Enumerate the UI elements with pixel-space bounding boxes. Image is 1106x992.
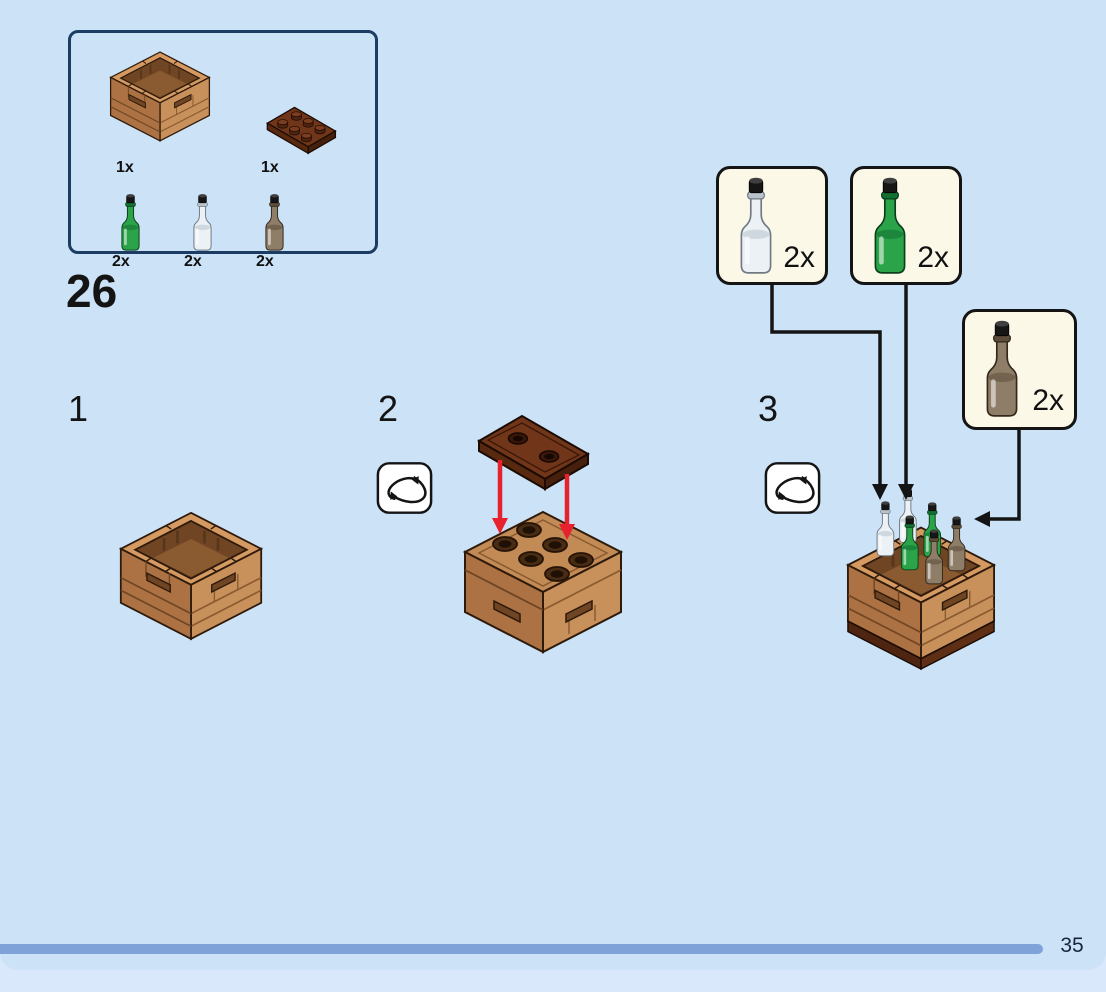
crate-qty-label: 1x [116,159,134,176]
clear-bottle-with-cork-icon [733,176,779,276]
green-bottle-with-cork-icon [867,176,913,276]
step-group-number: 26 [66,265,118,317]
rotate-model-icon [764,461,821,515]
callout-qty-label: 2x [783,241,815,274]
green-bottle-qty-label: 2x [112,253,130,270]
step-2-number: 2 [378,388,399,429]
placement-arrows [497,460,570,526]
arrow-down-icon [559,524,575,540]
crate-part-icon [103,43,217,148]
rotate-model-icon [376,461,433,515]
progress-bar [0,944,1043,954]
step2-diagram [464,415,622,653]
step-3-number: 3 [758,388,779,429]
callout-bottle-smoke: 2x [962,309,1077,430]
clear-bottle-in-crate [876,500,895,557]
step3-diagram [846,487,996,671]
step-1-number: 1 [68,388,89,429]
plate-underside [478,415,589,490]
clear-bottle-qty-label: 2x [184,253,202,270]
page-number: 35 [1060,934,1084,957]
green-bottle-icon [117,193,144,252]
callout-bottle-clear: 2x [716,166,828,285]
smoke-bottle-icon [261,193,288,252]
callout-qty-label: 2x [917,241,949,274]
callout-qty-label: 2x [1032,384,1064,417]
callout-bottle-green: 2x [850,166,962,285]
new-parts-box: 1x 1x 2x 2x 2x [68,30,378,270]
plate-part-icon [253,103,339,157]
smoke-bottle-qty-label: 2x [256,253,274,270]
smoke-bottle-with-cork-icon [979,319,1025,419]
smoke-bottle-in-crate [947,515,966,572]
crate-upside-down [464,511,622,653]
arrow-down-icon [492,518,508,534]
plate-under-crate [920,620,995,671]
step1-crate-diagram [110,500,272,649]
plate-qty-label: 1x [261,159,279,176]
clear-bottle-icon [189,193,216,252]
